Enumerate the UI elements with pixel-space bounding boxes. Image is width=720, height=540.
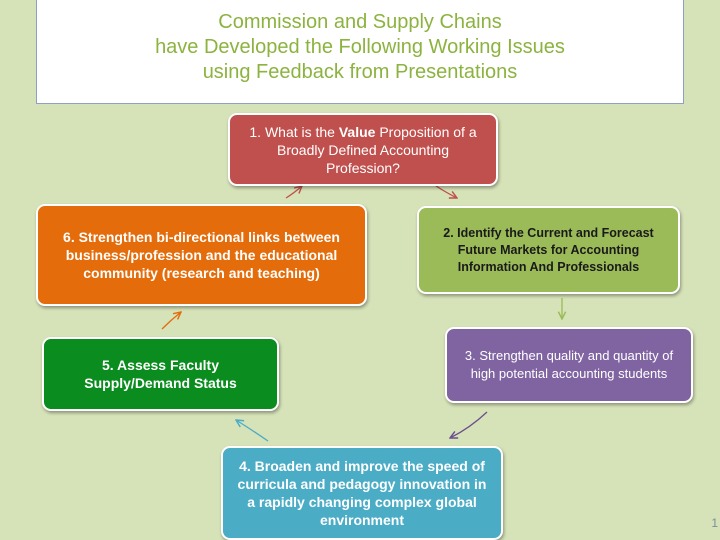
cycle-item-1-text: 1. What is the Value Proposition of a Br… (240, 123, 486, 177)
cycle-item-1: 1. What is the Value Proposition of a Br… (228, 113, 498, 186)
cycle-item-2-text: 2. Identify the Current and Forecast Fut… (443, 225, 654, 274)
cycle-item-1-emphasis: Value (338, 123, 376, 140)
cycle-item-5: 5. Assess Faculty Supply/Demand Status (42, 337, 279, 411)
arrow-4-to-5 (236, 420, 269, 442)
title-line-3: using Feedback from Presentations (202, 61, 518, 83)
title-box: Commission and Supply Chains have Develo… (36, 0, 684, 104)
arrow-3-to-4 (450, 411, 488, 438)
cycle-item-6: 6. Strengthen bi-directional links betwe… (36, 204, 367, 306)
arrow-6-to-1 (285, 186, 302, 199)
cycle-item-1-after: Proposition of a Broadly Defined Account… (277, 123, 477, 176)
title-line-2: have Developed the Following Working Iss… (155, 36, 565, 58)
cycle-item-4: 4. Broaden and improve the speed of curr… (221, 446, 503, 540)
arrow-1-to-2 (435, 185, 457, 198)
arrow-5-to-6 (161, 312, 181, 330)
title-line-1: Commission and Supply Chains (218, 11, 502, 33)
cycle-item-3-text: 3. Strengthen quality and quantity of hi… (464, 348, 674, 381)
page-number: 1 (711, 516, 718, 530)
cycle-item-1-before: 1. What is the (249, 123, 339, 140)
cycle-item-6-text: 6. Strengthen bi-directional links betwe… (63, 229, 340, 281)
cycle-item-3: 3. Strengthen quality and quantity of hi… (445, 327, 693, 403)
cycle-item-5-text: 5. Assess Faculty Supply/Demand Status (84, 357, 237, 391)
cycle-item-4-text: 4. Broaden and improve the speed of curr… (237, 458, 487, 528)
cycle-item-2: 2. Identify the Current and Forecast Fut… (417, 206, 680, 294)
